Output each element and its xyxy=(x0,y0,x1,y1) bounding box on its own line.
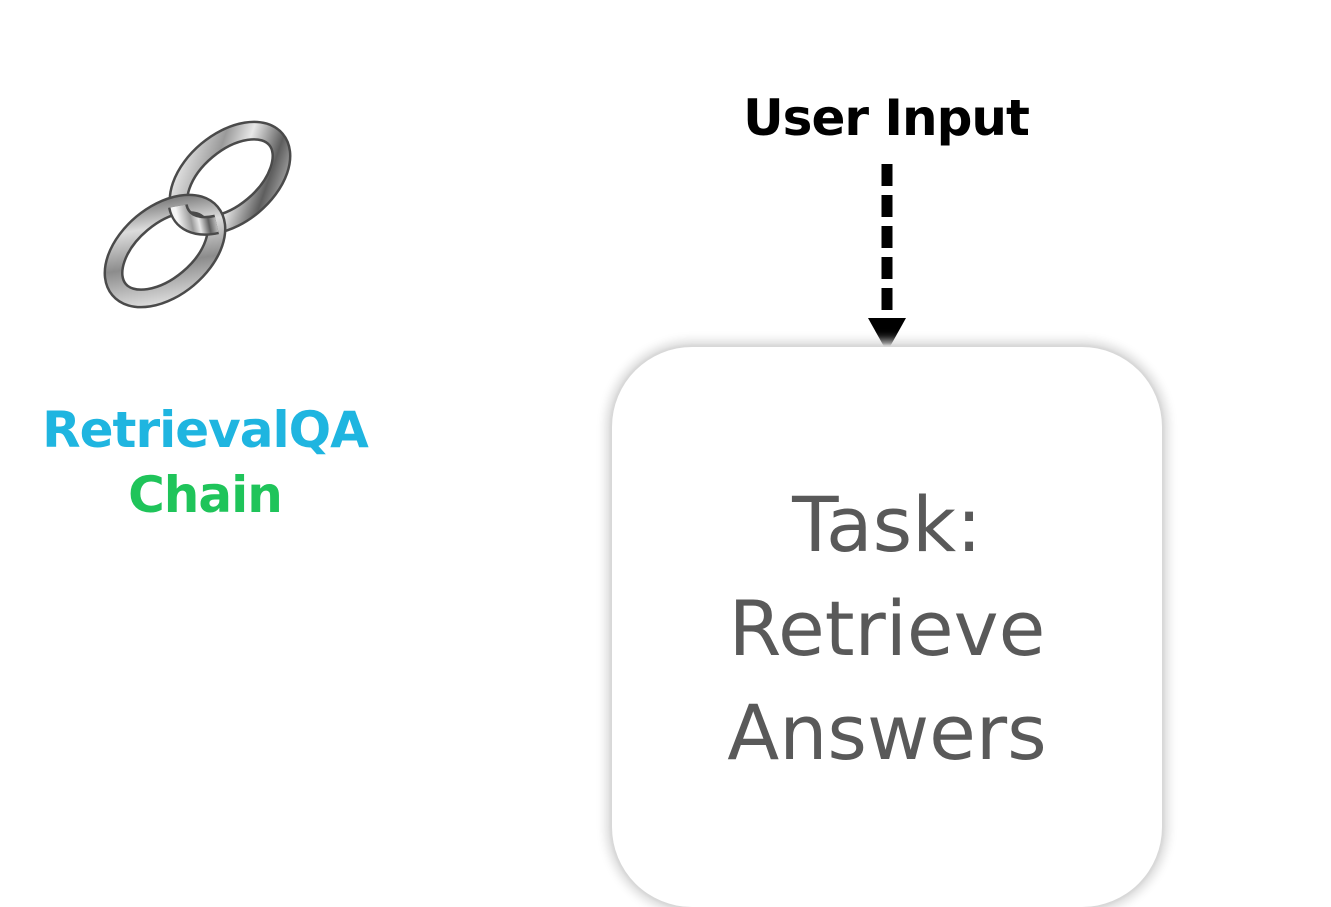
task-line-1: Task: xyxy=(792,480,982,569)
task-box: Task: Retrieve Answers xyxy=(612,347,1162,907)
task-text: Task: Retrieve Answers xyxy=(612,473,1162,785)
task-line-2: Retrieve xyxy=(728,584,1046,673)
user-input-label: User Input xyxy=(743,89,1030,147)
dashed-down-arrow xyxy=(860,160,914,360)
chain-link-icon xyxy=(100,118,310,318)
chain-title-line2: Chain xyxy=(128,466,283,524)
task-line-3: Answers xyxy=(727,688,1047,777)
chain-title-line1: RetrievalQA xyxy=(42,401,369,459)
